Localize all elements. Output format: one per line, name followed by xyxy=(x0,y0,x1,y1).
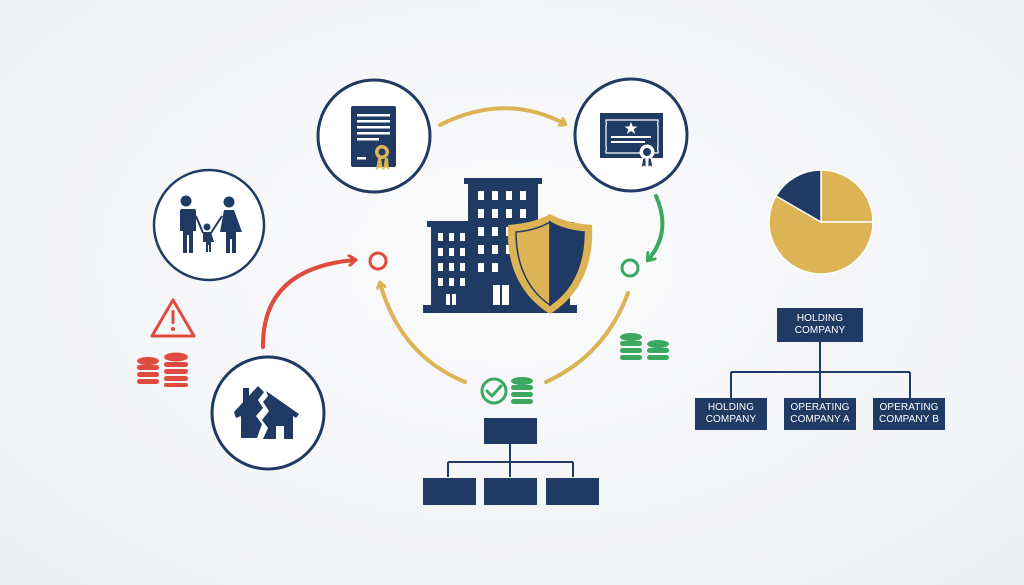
certificate-icon xyxy=(600,113,663,170)
gold-arrow-bottom-to-red xyxy=(380,283,467,384)
label-line: COMPANY xyxy=(794,325,846,336)
pie-slice-navy xyxy=(774,169,822,224)
label-line: HOLDING xyxy=(707,402,755,413)
warning-triangle-icon xyxy=(150,298,196,338)
label-line: HOLDING xyxy=(796,313,844,324)
org-child-operating-company-a: OPERATING COMPANY A xyxy=(784,398,856,430)
legal-document-icon xyxy=(351,106,396,170)
org-chart-connectors xyxy=(730,342,911,398)
pie-chart xyxy=(768,169,874,275)
red-arrow-house-to-node xyxy=(260,260,355,349)
red-node-ring xyxy=(368,251,388,271)
gold-arrow-doc-to-cert xyxy=(438,106,565,125)
family-icon xyxy=(178,195,242,253)
broken-house-node xyxy=(210,355,326,471)
org-child-holding-company: HOLDING COMPANY xyxy=(695,398,767,430)
check-circle-icon xyxy=(480,377,508,405)
green-node-ring xyxy=(620,258,640,278)
simple-org-chart xyxy=(423,418,599,505)
gold-arc-right xyxy=(544,291,630,384)
label-line: COMPANY B xyxy=(879,414,939,425)
label-line: OPERATING xyxy=(790,402,850,413)
green-coin-stacks-icon xyxy=(620,333,669,360)
green-coin-stack-bottom-icon xyxy=(511,377,533,404)
org-child-operating-company-b: OPERATING COMPANY B xyxy=(873,398,945,430)
family-node xyxy=(152,168,266,282)
pie-slice-gold-large xyxy=(768,194,874,275)
coin-stacks-icon xyxy=(137,352,188,387)
org-root-holding-company: HOLDING COMPANY xyxy=(777,308,863,342)
green-arrow-cert-to-node xyxy=(648,194,665,260)
pie-slice-gold-small xyxy=(820,169,874,223)
shield-icon xyxy=(507,214,593,314)
certificate-node xyxy=(573,77,689,193)
broken-house-icon xyxy=(234,386,299,439)
label-line: COMPANY xyxy=(705,414,757,425)
label-line: OPERATING xyxy=(879,402,939,413)
building-shield-icon xyxy=(423,178,593,314)
document-node xyxy=(316,78,432,194)
label-line: COMPANY A xyxy=(790,414,850,425)
